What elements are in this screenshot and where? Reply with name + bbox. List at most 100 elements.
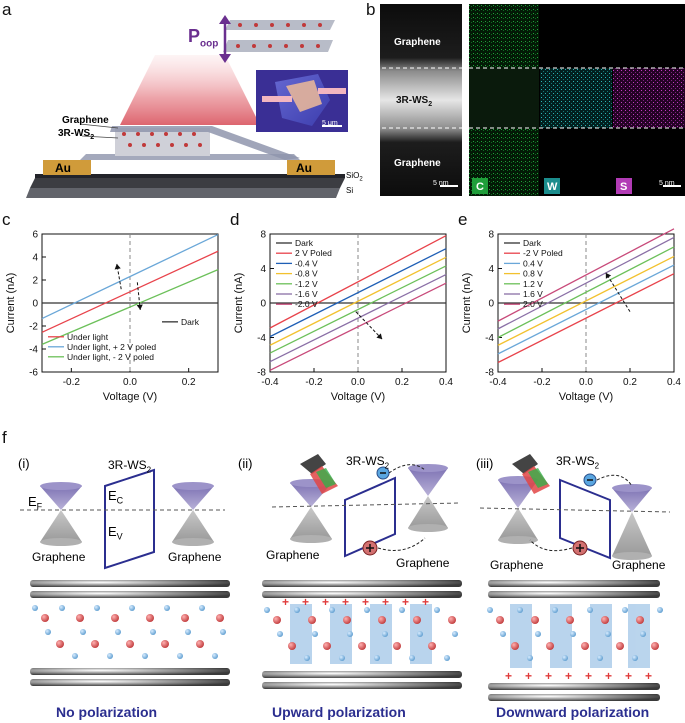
- ws2-label-ii: 3R-WS2: [346, 454, 390, 471]
- legend-label: -0.4 V: [295, 258, 318, 268]
- x-tick-label: -0.2: [533, 377, 551, 388]
- x-tick-label: 0.0: [123, 377, 137, 388]
- shift-arrow: [605, 272, 631, 312]
- svg-text:+: +: [545, 669, 552, 683]
- tem-label-ws2: 3R-WS2: [396, 95, 433, 108]
- panel-label-f: f: [2, 428, 7, 447]
- series-line: [41, 269, 219, 345]
- panel-label-e: e: [458, 210, 468, 229]
- atomic-structure-iii: ++++++++: [487, 580, 663, 701]
- legend-label: Dark: [181, 317, 200, 327]
- graphene-label-ii-left: Graphene: [266, 548, 320, 562]
- y-tick-label: 2: [32, 276, 38, 287]
- x-tick-label: 0.2: [623, 377, 637, 388]
- band-diagram-iii: [479, 454, 671, 560]
- y-tick-label: -4: [485, 333, 494, 344]
- caption-upward-polarization: Upward polarization: [272, 704, 406, 720]
- legend-label: 2 V Poled: [295, 248, 332, 258]
- band-diagram-i: [20, 468, 225, 570]
- shift-arrow-down-head: [136, 304, 143, 310]
- tem-label-graphene-top: Graphene: [394, 37, 441, 48]
- y-tick-label: -8: [257, 368, 266, 379]
- svg-text:+: +: [322, 595, 329, 609]
- graphene-label-iii-left: Graphene: [490, 558, 544, 572]
- series-line: [269, 282, 447, 371]
- legend-label: 2.0 V: [523, 299, 543, 309]
- legend-label: Dark: [523, 238, 542, 248]
- legend-label: Under light: [67, 332, 109, 342]
- tem-label-graphene-bottom: Graphene: [394, 158, 441, 169]
- band-diagram-ii: [271, 454, 461, 558]
- caption-downward-polarization: Downward polarization: [496, 704, 650, 720]
- x-tick-label: -0.4: [489, 377, 507, 388]
- sio2-layer: [30, 178, 345, 188]
- x-axis-label: Voltage (V): [331, 391, 385, 403]
- eds-map-c: [469, 4, 539, 68]
- svg-text:+: +: [402, 595, 409, 609]
- x-tick-label: 0.2: [395, 377, 409, 388]
- legend-label: 0.4 V: [523, 258, 543, 268]
- x-tick-label: -0.2: [63, 377, 81, 388]
- svg-text:+: +: [382, 595, 389, 609]
- y-tick-label: 8: [488, 230, 494, 241]
- si-label: Si: [346, 186, 354, 195]
- panel-f-band-diagrams: ++++++++ ++++++++: [20, 454, 671, 701]
- lamp-icon: [300, 454, 326, 474]
- eds-label-c: C: [476, 181, 484, 193]
- atomic-structure-i: [30, 580, 230, 686]
- svg-text:+: +: [605, 669, 612, 683]
- x-axis-label: Voltage (V): [103, 391, 157, 403]
- legend-label: Dark: [295, 238, 314, 248]
- scalebar-label-a: 5 μm: [322, 120, 338, 127]
- series-line: [497, 273, 675, 364]
- y-axis-label: Current (nA): [461, 273, 473, 334]
- top-graphene: [110, 126, 300, 160]
- y-tick-label: 0: [488, 299, 494, 310]
- y-axis-label: Current (nA): [233, 273, 245, 334]
- x-tick-label: 0.0: [579, 377, 593, 388]
- graphene-label-ii-right: Graphene: [396, 556, 450, 570]
- x-tick-label: 0.2: [182, 377, 196, 388]
- y-tick-label: 4: [32, 253, 38, 264]
- scalebar-label-b-right: 5 nm: [659, 180, 675, 187]
- polarization-inset: [223, 20, 335, 52]
- y-tick-label: 0: [32, 299, 38, 310]
- au-electrode-left: [43, 160, 91, 175]
- light-beam: [120, 55, 260, 125]
- legend-label: Under light, - 2 V poled: [67, 352, 154, 362]
- numeral-i: (i): [18, 456, 30, 471]
- svg-text:+: +: [302, 595, 309, 609]
- series-line: [41, 250, 219, 333]
- svg-text:+: +: [362, 595, 369, 609]
- eds-label-s: S: [620, 181, 628, 193]
- svg-text:+: +: [625, 669, 632, 683]
- svg-text:+: +: [585, 669, 592, 683]
- series-line: [497, 255, 675, 346]
- legend-label: -1.2 V: [295, 279, 318, 289]
- x-tick-label: 0.4: [667, 377, 681, 388]
- series-line: [269, 273, 447, 363]
- x-tick-label: 0.4: [439, 377, 453, 388]
- x-tick-label: -0.2: [305, 377, 323, 388]
- scalebar-label-b-left: 5 nm: [433, 180, 449, 187]
- ws2-label-iii: 3R-WS2: [556, 454, 600, 471]
- panel-label-d: d: [230, 210, 240, 229]
- series-line: [497, 264, 675, 355]
- y-tick-label: -2: [29, 322, 38, 333]
- shift-arrow-up-head: [114, 263, 121, 270]
- au-right-label: Au: [296, 161, 312, 175]
- eds-map-s: [613, 68, 685, 128]
- legend-label: -2.0 V: [295, 299, 318, 309]
- legend-label: Under light, + 2 V poled: [67, 342, 156, 352]
- tem-image: [380, 4, 462, 196]
- eds-label-w: W: [547, 181, 558, 193]
- ec-label: EC: [108, 488, 124, 506]
- x-axis-label: Voltage (V): [559, 391, 613, 403]
- y-tick-label: 6: [32, 230, 38, 241]
- au-electrode-right: [287, 160, 335, 175]
- graphene-label: Graphene: [62, 115, 109, 126]
- legend-label: 1.6 V: [523, 289, 543, 299]
- y-axis-label: Current (nA): [5, 273, 17, 334]
- si-layer: [26, 188, 340, 198]
